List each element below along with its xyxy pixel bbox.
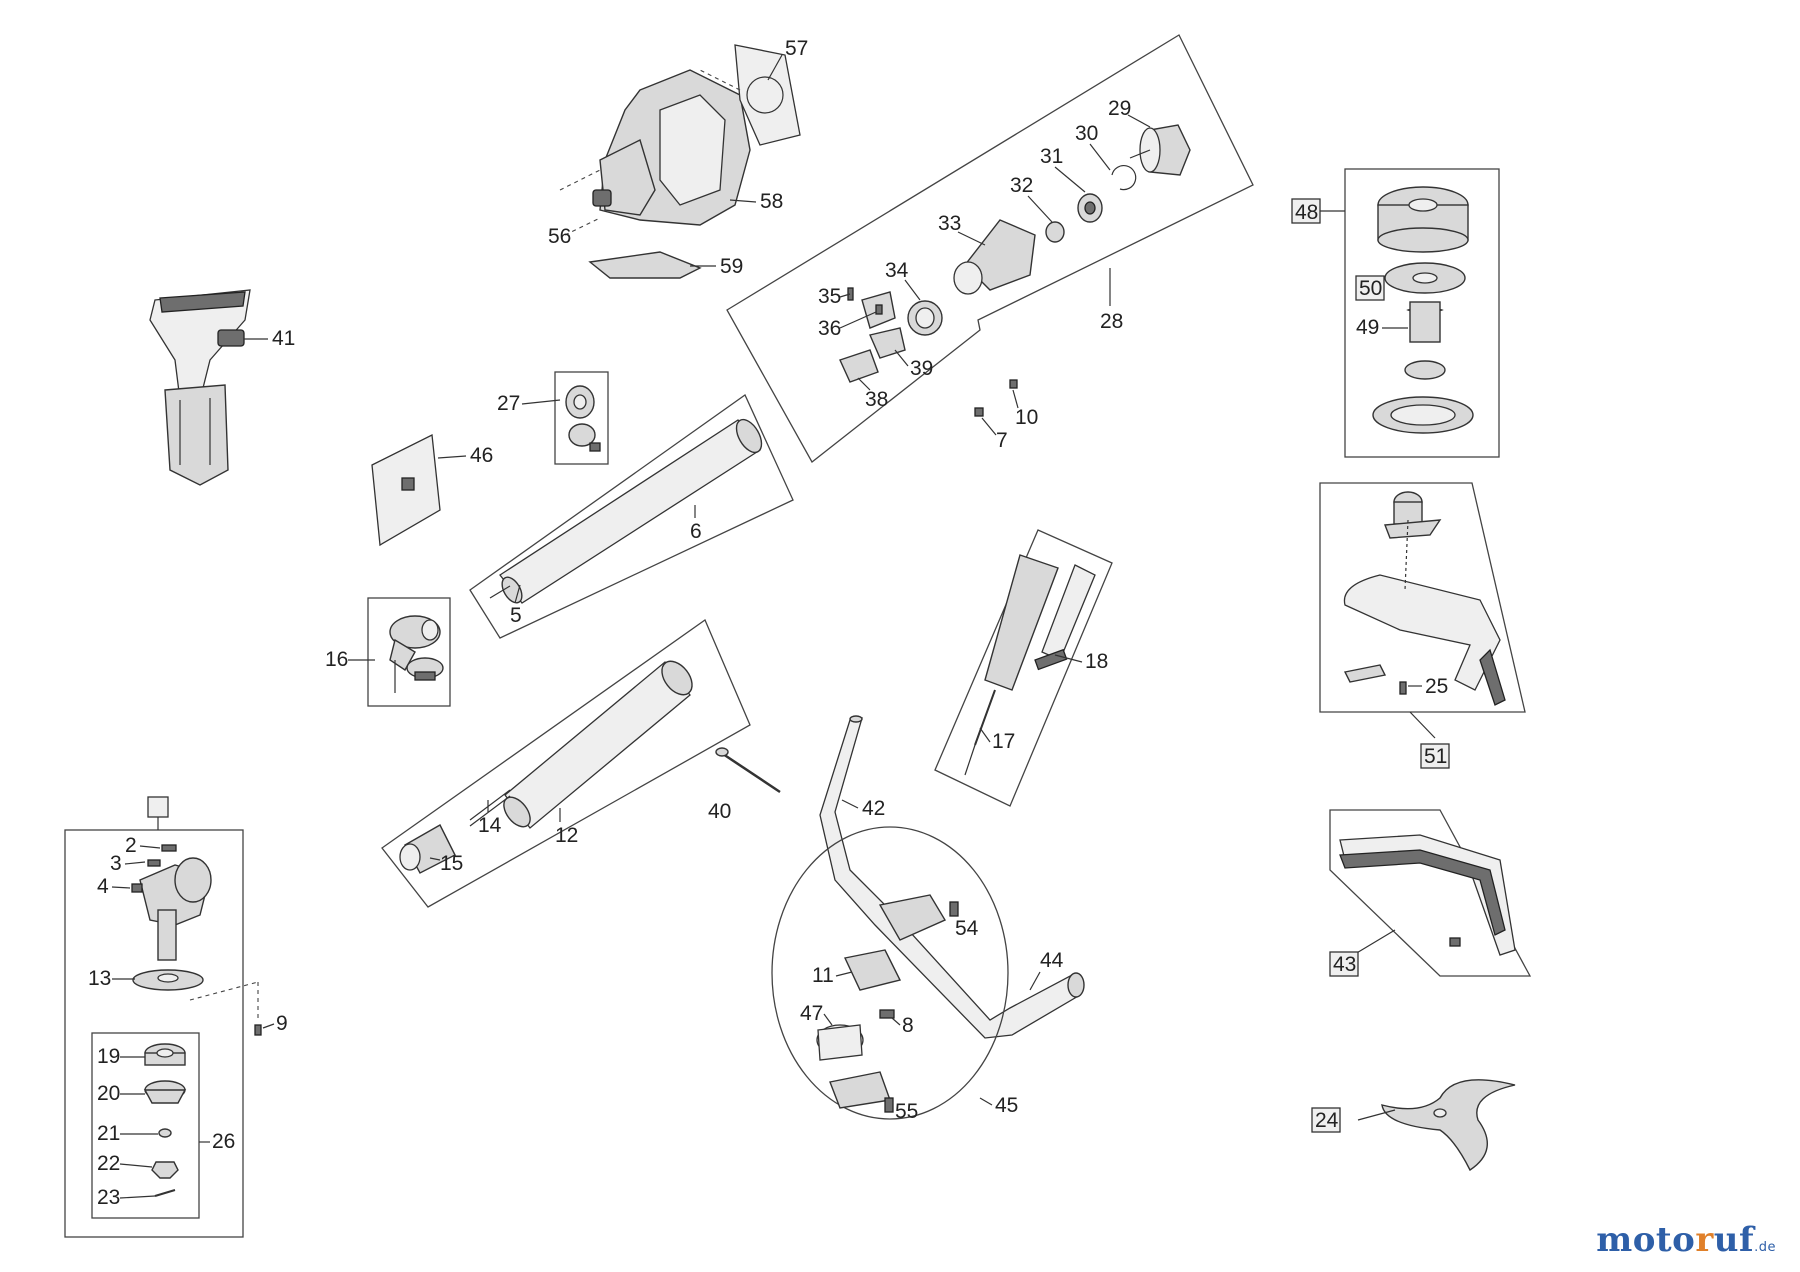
label-51: 51 (1424, 745, 1447, 768)
label-9: 9 (276, 1012, 288, 1035)
label-23: 23 (97, 1186, 120, 1209)
engine-housing-group (559, 44, 801, 279)
label-25: 25 (1425, 675, 1448, 698)
trimmer-head-parts (1372, 186, 1474, 434)
guard-group-frame (1319, 482, 1526, 713)
label-45: 45 (995, 1094, 1018, 1117)
blade-24 (1381, 1079, 1516, 1172)
label-10: 10 (1015, 406, 1038, 429)
label-4: 4 (97, 875, 109, 898)
label-19: 19 (97, 1045, 120, 1068)
label-55: 55 (895, 1100, 918, 1123)
label-5: 5 (510, 604, 522, 627)
group-box-50 (1355, 275, 1385, 301)
label-35: 35 (818, 285, 841, 308)
label-27: 27 (497, 392, 520, 415)
label-33: 33 (938, 212, 961, 235)
label-16: 16 (325, 648, 348, 671)
brand-logo: motoruf.de (1596, 1220, 1776, 1260)
lower-shaft (399, 660, 693, 874)
label-18: 18 (1085, 650, 1108, 673)
shaft-lower-frame (381, 619, 751, 908)
label-49: 49 (1356, 316, 1379, 339)
label-59: 59 (720, 255, 743, 278)
label-54: 54 (955, 917, 979, 940)
label-47: 47 (800, 1002, 823, 1025)
group-box-43 (1329, 951, 1359, 977)
gearhead-group-frame (64, 829, 244, 1238)
label-17: 17 (992, 730, 1015, 753)
label-3: 3 (110, 852, 122, 875)
label-44: 44 (1040, 949, 1064, 972)
guard-strip (1339, 834, 1516, 956)
bracket-27 (565, 385, 601, 452)
label-39: 39 (910, 357, 933, 380)
label-31: 31 (1040, 145, 1063, 168)
label-38: 38 (865, 388, 888, 411)
label-40: 40 (708, 800, 731, 823)
fastener-group-26-frame (91, 1032, 200, 1219)
brand-logo-part1: moto (1596, 1220, 1696, 1260)
label-36: 36 (818, 317, 841, 340)
guard-parts (1343, 491, 1506, 706)
group-box-1 (147, 796, 169, 818)
label-58: 58 (760, 190, 783, 213)
label-15: 15 (440, 852, 463, 875)
coupling-16-frame (367, 597, 451, 707)
label-32: 32 (1010, 174, 1033, 197)
handle-clamp-group-frame (771, 826, 1009, 1120)
fastener-parts (143, 1043, 187, 1197)
group-box-51 (1420, 743, 1450, 769)
brand-logo-part2: r (1695, 1220, 1714, 1260)
part-27-frame (554, 371, 609, 465)
throttle-group-frame (934, 529, 1113, 807)
label-56: 56 (548, 225, 571, 248)
label-30: 30 (1075, 122, 1098, 145)
shaft-upper-frame (469, 394, 794, 639)
label-12: 12 (555, 824, 578, 847)
label-8: 8 (902, 1014, 914, 1037)
coupling-16 (389, 615, 444, 693)
label-43: 43 (1333, 953, 1356, 976)
upper-shaft (489, 418, 763, 604)
label-28: 28 (1100, 310, 1123, 333)
group-box-24 (1311, 1107, 1341, 1133)
label-13: 13 (88, 967, 111, 990)
label-34: 34 (885, 259, 909, 282)
label-24: 24 (1315, 1109, 1339, 1132)
label-14: 14 (478, 814, 502, 837)
label-50: 50 (1359, 277, 1382, 300)
brand-logo-tld: .de (1754, 1240, 1776, 1255)
label-29: 29 (1108, 97, 1131, 120)
label-6: 6 (690, 520, 702, 543)
cable-tie-40 (715, 747, 781, 794)
label-21: 21 (97, 1122, 120, 1145)
brand-logo-part3: uf (1713, 1220, 1755, 1260)
handle-bar (819, 715, 1085, 1039)
clutch-group-frame (726, 34, 1254, 463)
label-11: 11 (812, 964, 834, 987)
throttle-handle (964, 554, 1096, 776)
label-7: 7 (996, 429, 1008, 452)
label-42: 42 (862, 797, 885, 820)
label-57: 57 (785, 37, 808, 60)
guard-strip-frame (1329, 809, 1532, 977)
gearhead-parts (131, 844, 212, 991)
handle-clamp-parts (816, 894, 959, 1113)
label-48: 48 (1295, 201, 1318, 224)
shoulder-harness (149, 289, 251, 486)
label-2: 2 (125, 834, 137, 857)
label-20: 20 (97, 1082, 120, 1105)
label-46: 46 (470, 444, 493, 467)
clutch-group-parts (839, 124, 1191, 417)
label-22: 22 (97, 1152, 120, 1175)
trimmer-head-group-frame (1344, 168, 1500, 458)
label-41: 41 (272, 327, 295, 350)
label-26: 26 (212, 1130, 235, 1153)
